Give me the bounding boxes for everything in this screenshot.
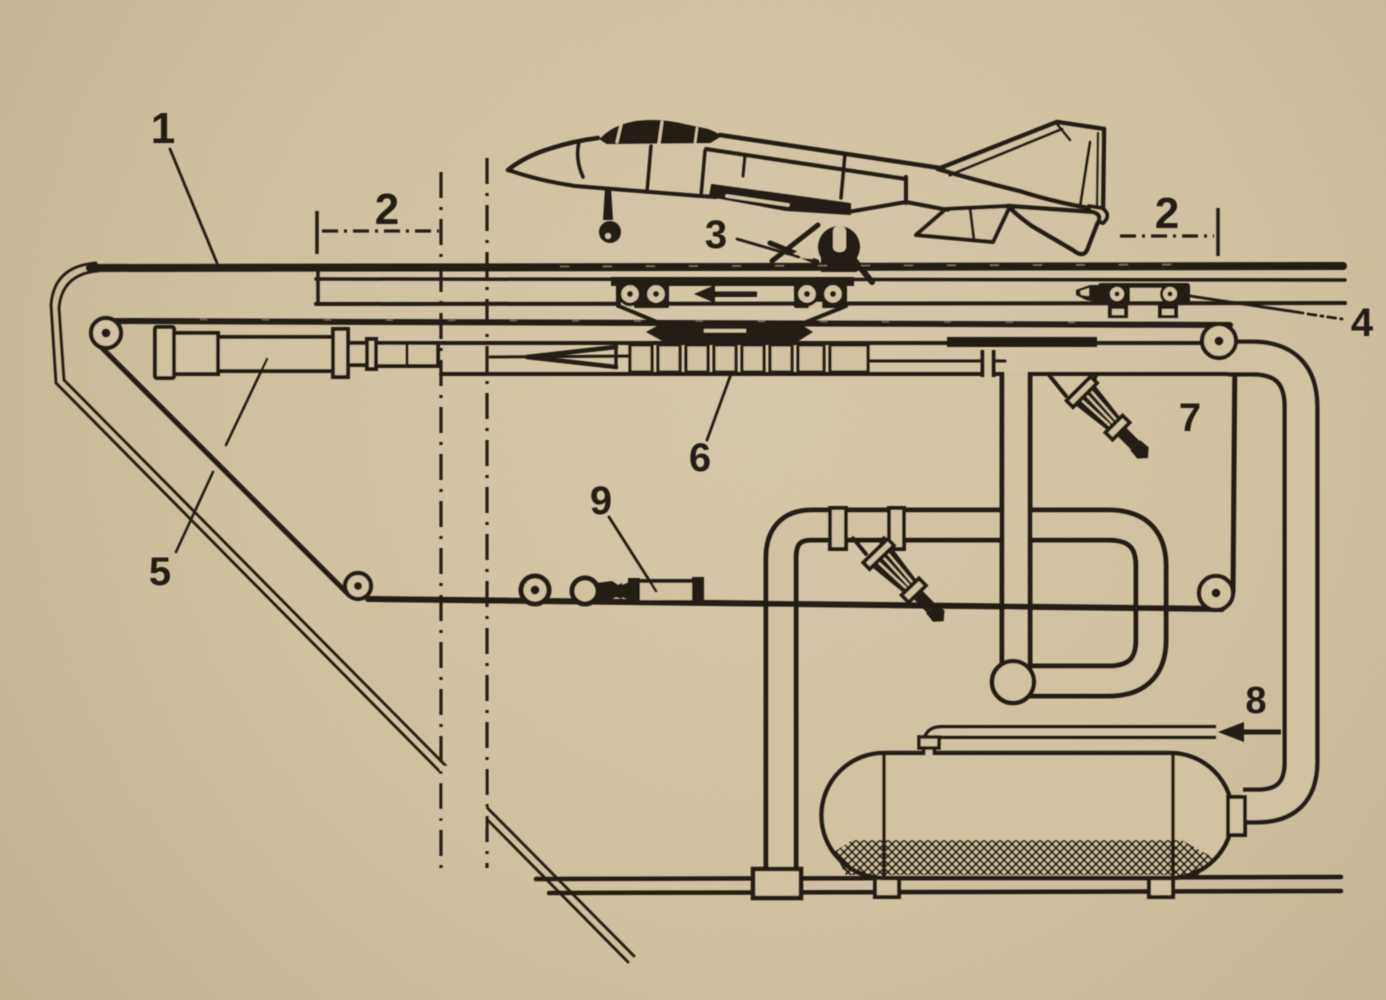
- svg-text:6: 6: [689, 436, 711, 480]
- svg-text:5: 5: [149, 550, 171, 594]
- svg-text:9: 9: [590, 479, 612, 523]
- svg-text:7: 7: [1179, 396, 1201, 440]
- svg-text:3: 3: [705, 213, 727, 257]
- svg-text:2: 2: [375, 185, 399, 234]
- svg-text:8: 8: [1245, 680, 1266, 722]
- svg-text:2: 2: [1155, 189, 1179, 238]
- svg-text:4: 4: [1351, 301, 1374, 345]
- svg-text:1: 1: [151, 104, 175, 153]
